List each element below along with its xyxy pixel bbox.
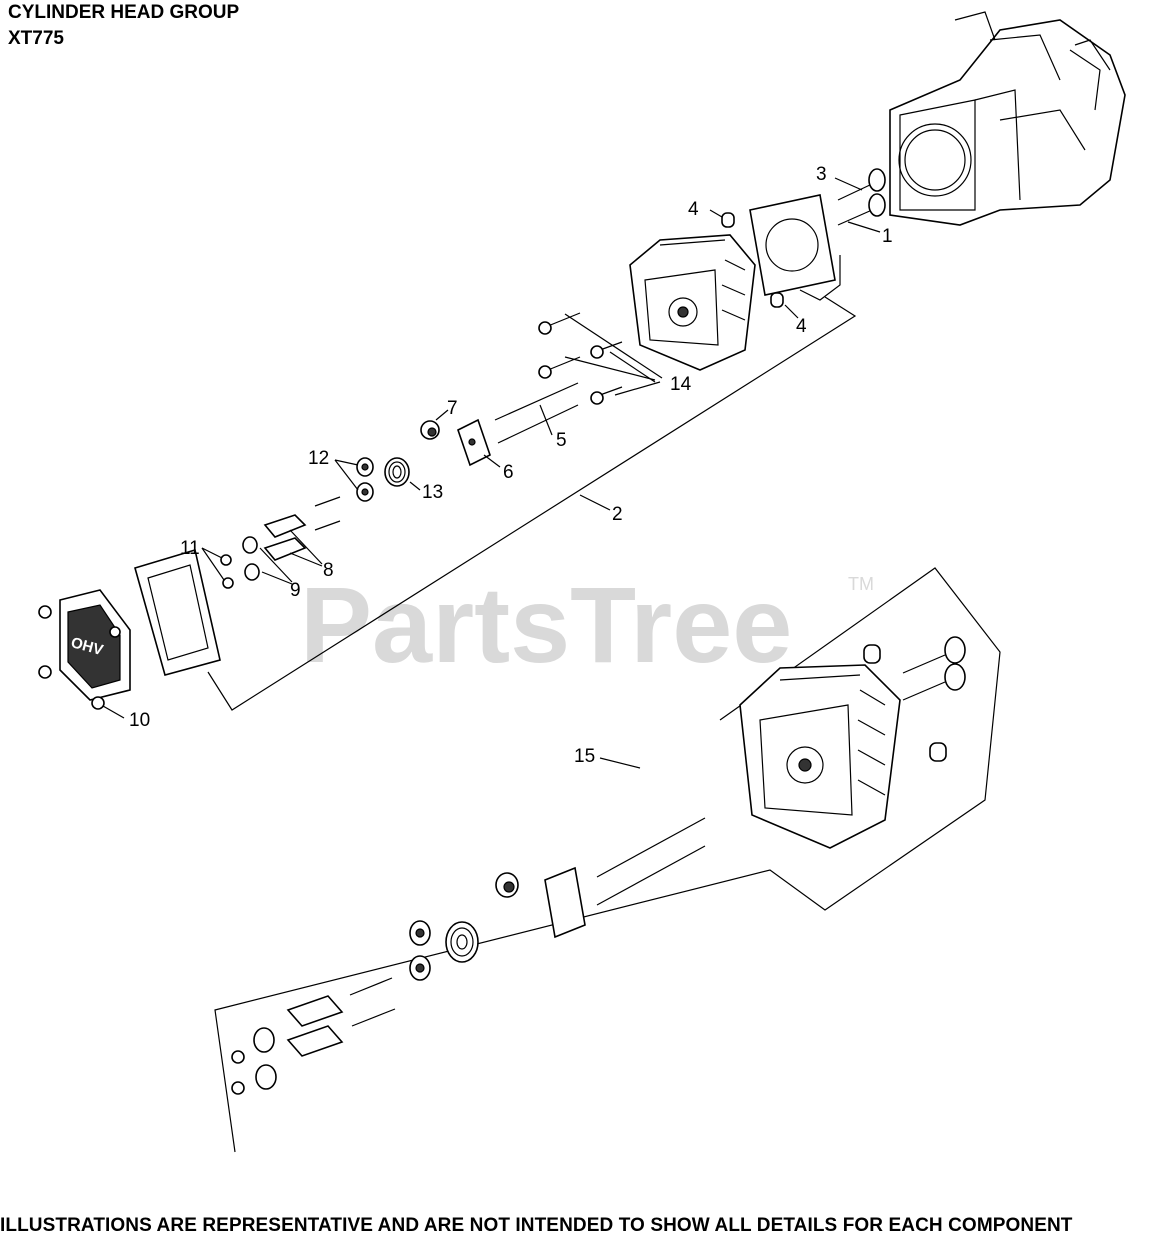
callout-5: 5 — [556, 430, 567, 451]
engine-block — [889, 11, 1126, 226]
guide-plate — [457, 418, 491, 467]
disclaimer-footer: ILLUSTRATIONS ARE REPRESENTATIVE AND ARE… — [0, 1215, 1073, 1236]
rocker-stud-set — [314, 496, 341, 531]
callout-2: 2 — [612, 504, 623, 525]
valve-cover: OHV — [59, 589, 131, 701]
callout-10: 10 — [129, 710, 150, 731]
valve-stem-seal — [420, 420, 440, 440]
callout-3: 3 — [816, 164, 827, 185]
kit-push-rod-upper — [596, 817, 706, 878]
rocker-pivot-set — [242, 536, 260, 581]
model-number: XT775 — [8, 28, 64, 49]
diagram-title: CYLINDER HEAD GROUP — [8, 2, 240, 23]
exploded-parts-diagram: PartsTree TM — [38, 11, 1126, 1153]
cylinder-head-upper — [629, 234, 756, 371]
callout-13: 13 — [422, 482, 443, 503]
dowel-pin-upper — [721, 212, 735, 228]
kit-push-rod-lower — [596, 845, 706, 906]
head-gasket — [749, 194, 841, 301]
callout-11: 11 — [180, 538, 200, 559]
kit-valve-set — [863, 636, 966, 762]
callout-labels: 1 2 3 4 4 5 6 7 8 9 10 11 12 13 14 15 — [129, 164, 893, 767]
valve-intake — [837, 193, 886, 226]
callout-1: 1 — [882, 226, 893, 247]
kit-valve-spring — [445, 921, 479, 963]
callout-4-lower: 4 — [796, 316, 807, 337]
push-rod-upper — [494, 382, 579, 421]
cover-screw-set — [38, 605, 121, 710]
leader-lines — [102, 177, 881, 769]
callout-6: 6 — [503, 462, 514, 483]
kit-valve-stem-seal — [495, 872, 519, 898]
callout-12: 12 — [308, 448, 329, 469]
callout-14: 14 — [670, 374, 692, 395]
cylinder-head-kit — [739, 664, 901, 849]
kit-guide-plate — [544, 866, 586, 939]
kit-rocker-pivot-set — [253, 1027, 277, 1090]
push-rod-lower — [497, 404, 579, 444]
rocker-arm-set — [263, 514, 307, 561]
callout-15: 15 — [574, 746, 595, 767]
callout-9: 9 — [290, 580, 301, 601]
rocker-nut-set — [220, 554, 234, 589]
assembly-outline-15 — [214, 567, 1001, 1153]
diagram-title-block: CYLINDER HEAD GROUP XT775 — [8, 0, 239, 52]
kit-rocker-stud-set — [349, 977, 396, 1027]
valve-exhaust — [837, 168, 886, 201]
callout-8: 8 — [323, 560, 334, 581]
kit-rocker-nut-set — [231, 1050, 245, 1095]
kit-spring-retainer-set — [409, 920, 431, 981]
watermark-text: PartsTree — [300, 564, 792, 685]
assembly-outline-2 — [207, 296, 857, 711]
spring-retainer-set — [356, 457, 374, 502]
kit-rocker-arm-set — [286, 995, 344, 1057]
head-bolt-set — [538, 312, 623, 405]
callout-4-upper: 4 — [688, 199, 699, 220]
callout-7: 7 — [447, 398, 458, 419]
valve-spring — [384, 457, 410, 487]
valve-cover-gasket — [134, 548, 221, 676]
watermark-trademark: TM — [848, 574, 874, 594]
dowel-pin-lower — [770, 292, 784, 308]
